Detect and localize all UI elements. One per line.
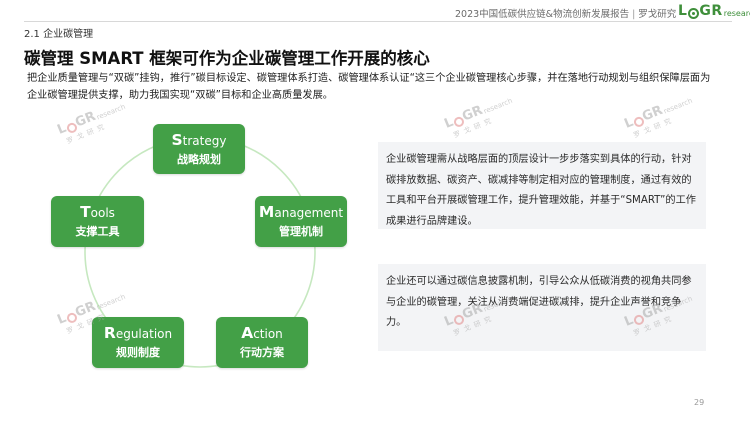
- node-strategy-label: 战略规划: [177, 152, 221, 166]
- node-tools: Tools 支撑工具: [51, 196, 144, 247]
- node-action: Action 行动方案: [216, 317, 308, 368]
- text-box-1-content: 企业碳管理需从战略层面的顶层设计一步步落实到具体的行动，针对碳排放数据、碳资产、…: [386, 154, 696, 227]
- node-action-label: 行动方案: [240, 346, 284, 359]
- node-strategy-initial: S: [171, 130, 183, 149]
- report-header: 2023中国低碳供应链&物流创新发展报告|罗戈研究: [455, 6, 676, 20]
- node-tools-rest: ools: [90, 206, 115, 220]
- node-tools-initial: T: [80, 203, 91, 221]
- page-title: 碳管理 SMART 框架可作为企业碳管理工作开展的核心: [24, 49, 430, 68]
- logo-letters-gr: GR: [699, 3, 723, 19]
- intro-paragraph: 把企业质量管理与“双碳”挂钩，推行”碳目标设定、碳管理体系打造、碳管理体系认证“…: [27, 73, 711, 101]
- node-regulation-rest: egulation: [115, 327, 173, 341]
- text-box-1: 企业碳管理需从战略层面的顶层设计一步步落实到具体的行动，针对碳排放数据、碳资产、…: [378, 142, 706, 229]
- page-number: 29: [694, 398, 705, 407]
- node-strategy-rest: trategy: [182, 133, 227, 148]
- section-label: 2.1 企业碳管理: [24, 29, 94, 40]
- node-regulation-initial: R: [103, 324, 116, 342]
- header-separator: |: [632, 9, 636, 20]
- text-box-2-content: 企业还可以通过碳信息披露机制，引导公众从低碳消费的视角共同参与企业的碳管理，关注…: [386, 276, 692, 328]
- node-action-initial: A: [241, 324, 254, 342]
- header-divider: [24, 21, 732, 22]
- publisher-name: 罗戈研究: [638, 9, 677, 20]
- node-regulation: Regulation 规则制度: [92, 317, 184, 368]
- logo-letter-l: L: [678, 3, 688, 19]
- report-title: 2023中国低碳供应链&物流创新发展报告: [455, 9, 630, 20]
- node-management-initial: M: [258, 203, 275, 221]
- logo-target-icon: [687, 8, 699, 19]
- node-management-label: 管理机制: [279, 225, 323, 238]
- node-action-rest: ction: [253, 327, 283, 341]
- node-regulation-label: 规则制度: [116, 346, 160, 359]
- node-tools-label: 支撑工具: [75, 225, 120, 238]
- node-management: Management 管理机制: [255, 196, 347, 247]
- logo-research: research: [723, 9, 750, 18]
- node-management-rest: anagement: [274, 206, 344, 220]
- node-strategy: Strategy 战略规划: [153, 124, 245, 174]
- text-box-2: 企业还可以通过碳信息披露机制，引导公众从低碳消费的视角共同参与企业的碳管理，关注…: [378, 264, 706, 351]
